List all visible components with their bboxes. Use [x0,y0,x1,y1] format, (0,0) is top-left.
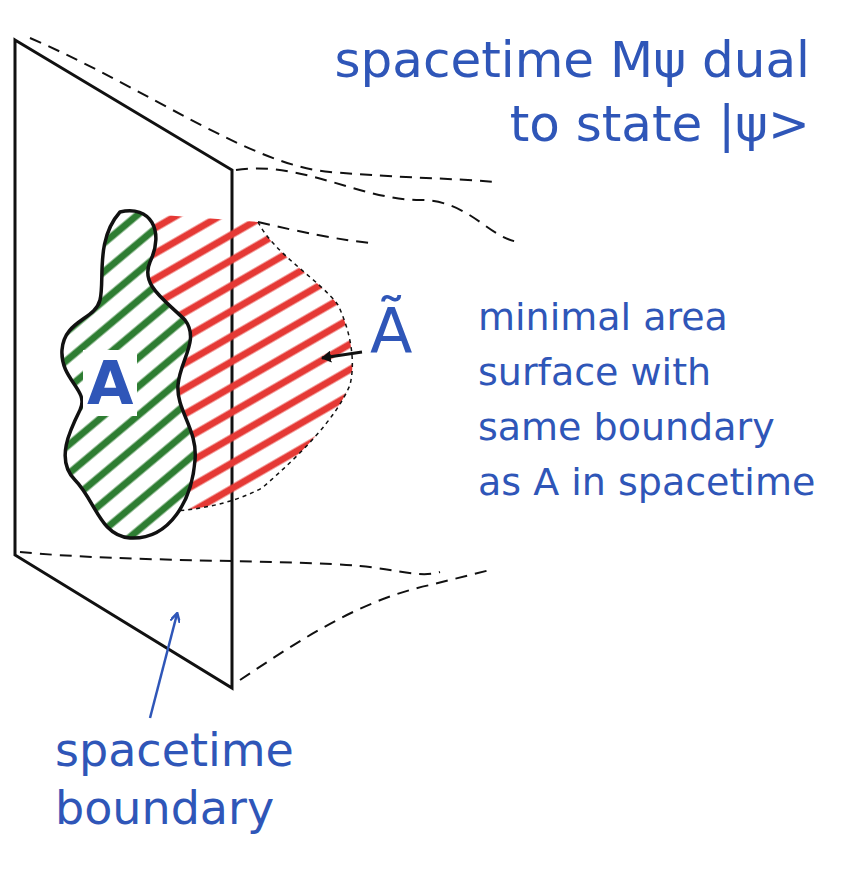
pointer-arrow [150,614,177,718]
region-label: A [83,350,137,416]
region-outline: A [55,200,205,545]
handwritten-note: minimal area surface with same boundary … [478,290,818,510]
pointer-arrow [322,352,362,358]
handwritten-note: spacetime Mψ dual to state |ψ> [270,28,810,156]
handwritten-note: spacetime boundary [55,722,355,837]
region-ground [62,211,195,538]
handwritten-note: Ã [370,298,450,366]
region-hatch [62,211,195,538]
spacetime-outline [20,38,520,680]
